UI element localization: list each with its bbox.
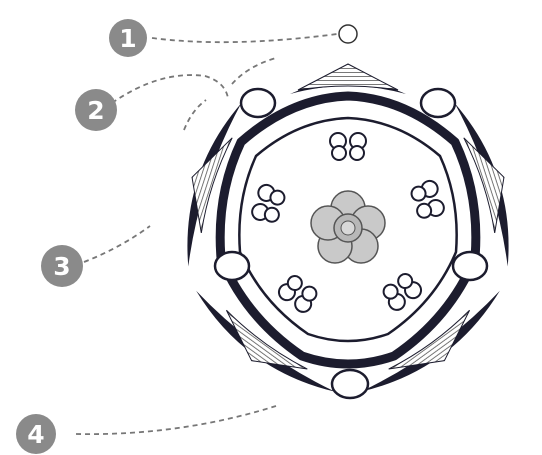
leader-line-2c <box>184 100 206 130</box>
petal-junction <box>421 89 455 117</box>
leader-line-3 <box>84 226 150 262</box>
petal-junction <box>215 252 249 280</box>
marker-4: 4 <box>16 414 56 454</box>
leader-line-2b <box>232 58 276 84</box>
leader-line-4 <box>76 406 276 434</box>
svg-text:3: 3 <box>53 252 70 281</box>
leader-line-2a <box>112 75 228 103</box>
petal-junction <box>241 89 275 117</box>
hatched-segment <box>298 64 398 90</box>
svg-text:4: 4 <box>27 420 44 449</box>
petal-junction <box>453 252 487 280</box>
marker-2: 2 <box>75 89 117 131</box>
svg-text:2: 2 <box>87 96 104 125</box>
petal-junction <box>332 370 368 398</box>
marker-3: 3 <box>41 245 83 287</box>
bract-circle <box>339 25 357 43</box>
marker-1: 1 <box>109 19 147 57</box>
pistil-core <box>341 221 355 235</box>
leader-line-1 <box>152 34 337 42</box>
svg-text:1: 1 <box>119 24 136 53</box>
